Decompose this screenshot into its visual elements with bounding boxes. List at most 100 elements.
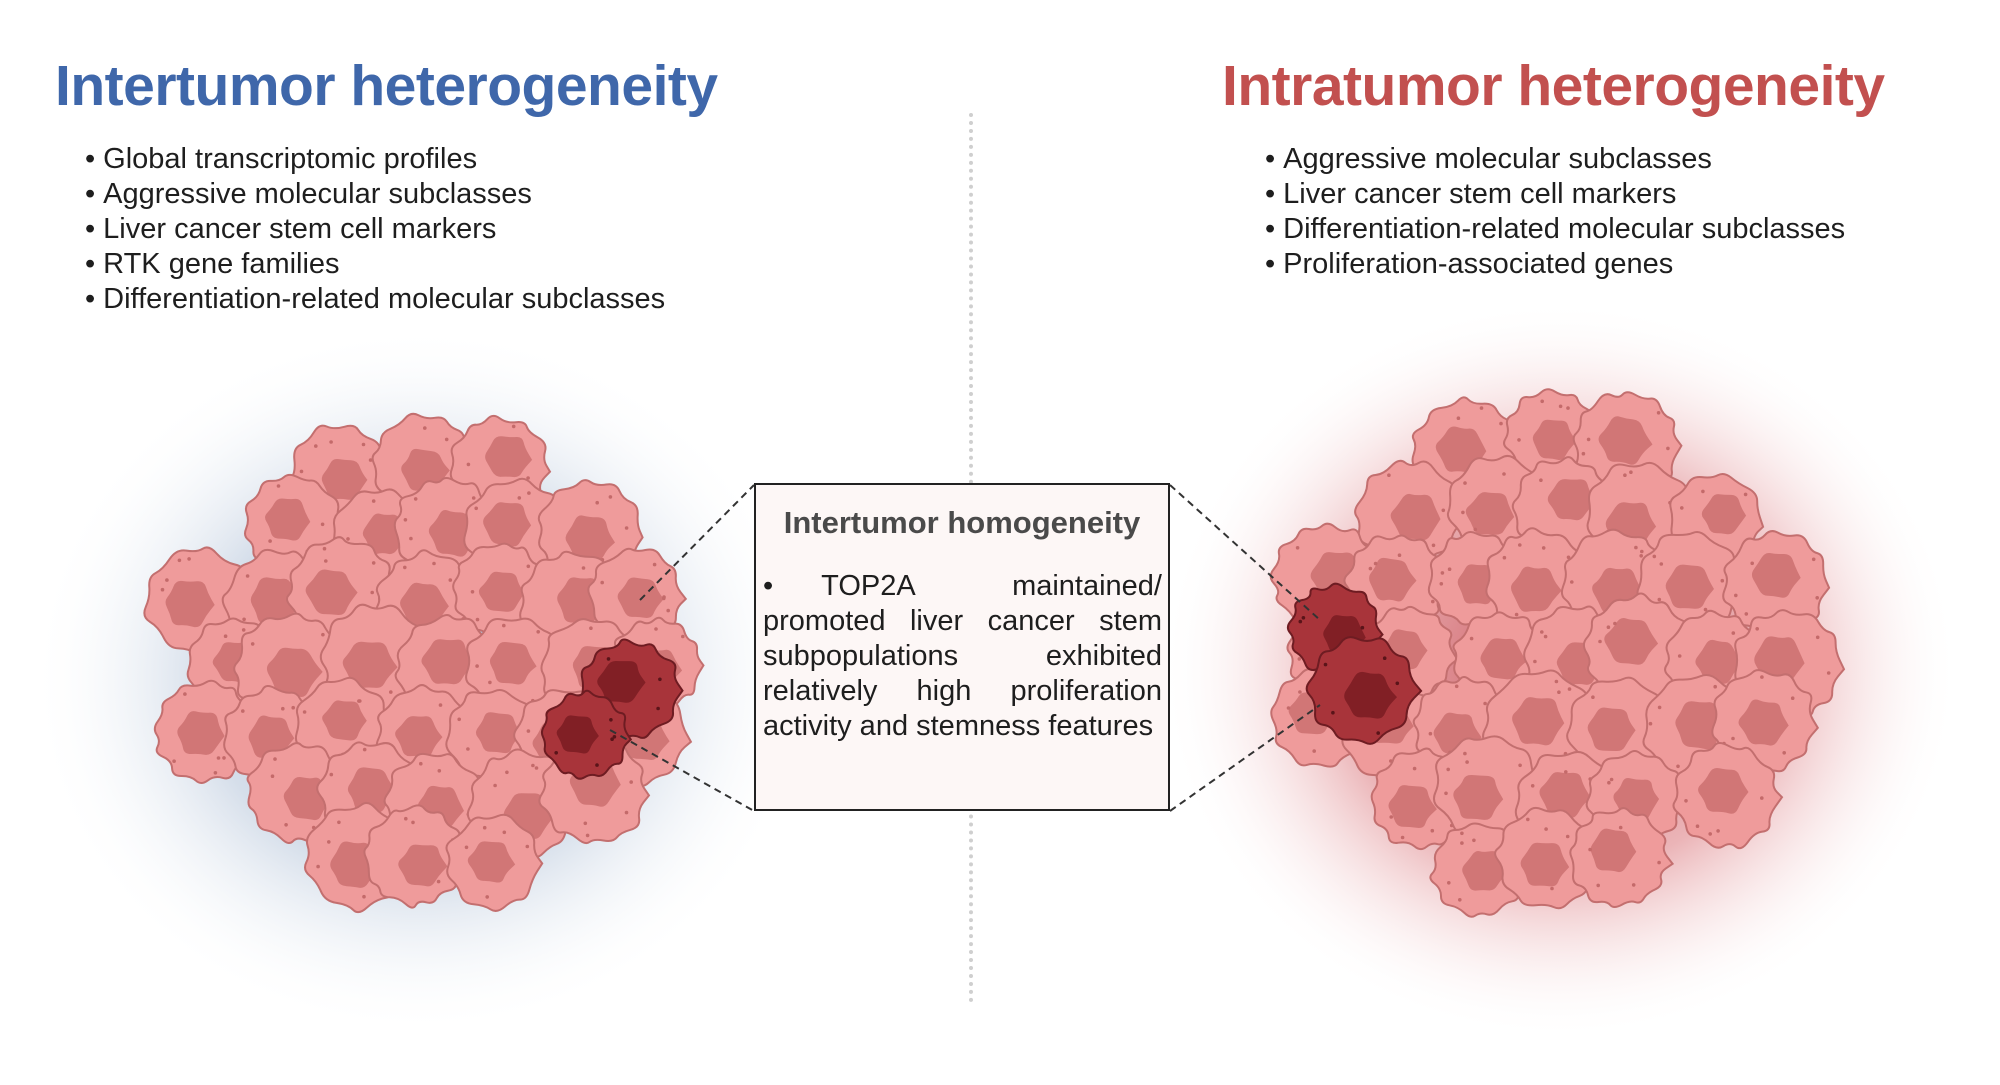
cell-granule (371, 499, 376, 503)
cell-granule (1731, 631, 1736, 635)
cell-granule (610, 737, 614, 741)
cell-nucleus (1598, 416, 1653, 465)
right-tumor-cluster (1269, 388, 1846, 918)
cell-granule (242, 617, 246, 622)
cell-nucleus (1665, 564, 1714, 609)
cell-granule (361, 442, 366, 447)
homogeneity-bullet: • (763, 570, 774, 602)
cell-granule (475, 617, 480, 622)
left-bullet-list: Global transcriptomic profiles Aggressiv… (85, 142, 665, 317)
cell-granule (389, 690, 393, 694)
cell-nucleus (489, 641, 537, 685)
cell-granule (517, 496, 522, 500)
cell-nucleus (467, 841, 516, 883)
cell-granule (436, 879, 441, 884)
cell-granule (1790, 696, 1795, 700)
cell-granule (346, 537, 350, 541)
cell-nucleus (1369, 557, 1417, 602)
cell-granule (470, 590, 475, 594)
cell-nucleus (1520, 842, 1570, 887)
cell-granule (1518, 763, 1522, 768)
cell-granule (505, 770, 509, 775)
cell-granule (1609, 777, 1614, 782)
cell-nucleus (485, 436, 533, 478)
cell-granule (609, 718, 613, 722)
cell-granule (250, 642, 255, 646)
cell-granule (1657, 705, 1662, 710)
cell-granule (1639, 554, 1643, 558)
cell-granule (1298, 619, 1303, 624)
left-bullet: Aggressive molecular subclasses (85, 177, 665, 212)
cell-nucleus (1453, 774, 1504, 820)
cell-granule (1703, 607, 1708, 612)
cell-granule (1533, 659, 1537, 664)
cell-granule (423, 426, 427, 430)
cell-granule (1782, 751, 1786, 755)
left-bullet: RTK gene families (85, 247, 665, 282)
intratumor-heterogeneity-title: Intratumor heterogeneity (1222, 54, 1885, 118)
cell-granule (466, 747, 470, 751)
cell-granule (1502, 472, 1506, 476)
cell-nucleus (1590, 828, 1637, 873)
left-bullet: Global transcriptomic profiles (85, 142, 665, 177)
cell-granule (1606, 625, 1611, 629)
cell-granule (1680, 506, 1684, 510)
cell-granule (1312, 749, 1316, 753)
cell-granule (511, 424, 516, 429)
cell-granule (1544, 827, 1548, 831)
cell-granule (268, 539, 272, 543)
cell-granule (1458, 898, 1462, 902)
cell-granule (1430, 828, 1435, 833)
cell-granule (1554, 679, 1559, 684)
cell-granule (1499, 421, 1503, 426)
cell-granule (1623, 473, 1627, 478)
connector-right-top (1169, 484, 1321, 621)
cell-nucleus (342, 641, 398, 689)
cell-granule (337, 820, 341, 825)
cell-granule (270, 774, 275, 778)
cell-granule (1286, 706, 1291, 710)
cell-granule (172, 759, 176, 763)
cell-granule (1454, 684, 1459, 689)
cell-granule (1447, 881, 1451, 885)
cell-granule (502, 830, 507, 835)
cell-granule (656, 706, 660, 711)
cell-nucleus (1390, 493, 1441, 541)
cell-nucleus (165, 580, 215, 628)
cell-nucleus (556, 715, 599, 754)
cell-granule (1760, 675, 1764, 679)
cell-granule (1539, 478, 1543, 483)
cell-granule (1567, 687, 1572, 691)
right-bullet: Differentiation-related molecular subcla… (1265, 212, 1845, 247)
cell-granule (1550, 886, 1554, 891)
cell-granule (536, 630, 540, 634)
cell-granule (1684, 799, 1688, 803)
cell-granule (324, 559, 328, 563)
cell-granule (1400, 835, 1405, 840)
cell-granule (493, 783, 497, 788)
cell-granule (1540, 630, 1544, 634)
cell-nucleus (1547, 479, 1596, 521)
left-bullet: Differentiation-related molecular subcla… (85, 282, 665, 317)
cell-granule (1648, 721, 1653, 726)
cell-granule (1397, 553, 1402, 557)
cell-granule (1447, 567, 1452, 571)
cell-nucleus (266, 647, 323, 697)
cell-granule (666, 608, 670, 613)
cell-granule (314, 444, 318, 448)
connector-left-bottom (609, 729, 755, 812)
cell-granule (302, 710, 307, 714)
cell-nucleus (1695, 639, 1742, 684)
cell-granule (1734, 593, 1738, 598)
cell-granule (1514, 612, 1519, 617)
intertumor-heterogeneity-title: Intertumor heterogeneity (55, 54, 718, 118)
cell-granule (284, 823, 288, 827)
cell-granule (652, 562, 657, 567)
cell-granule (1473, 527, 1478, 532)
cell-granule (448, 578, 453, 582)
cell-granule (1581, 451, 1586, 456)
cell-granule (600, 580, 604, 585)
cell-nucleus (1511, 566, 1562, 612)
cell-granule (1591, 695, 1595, 699)
